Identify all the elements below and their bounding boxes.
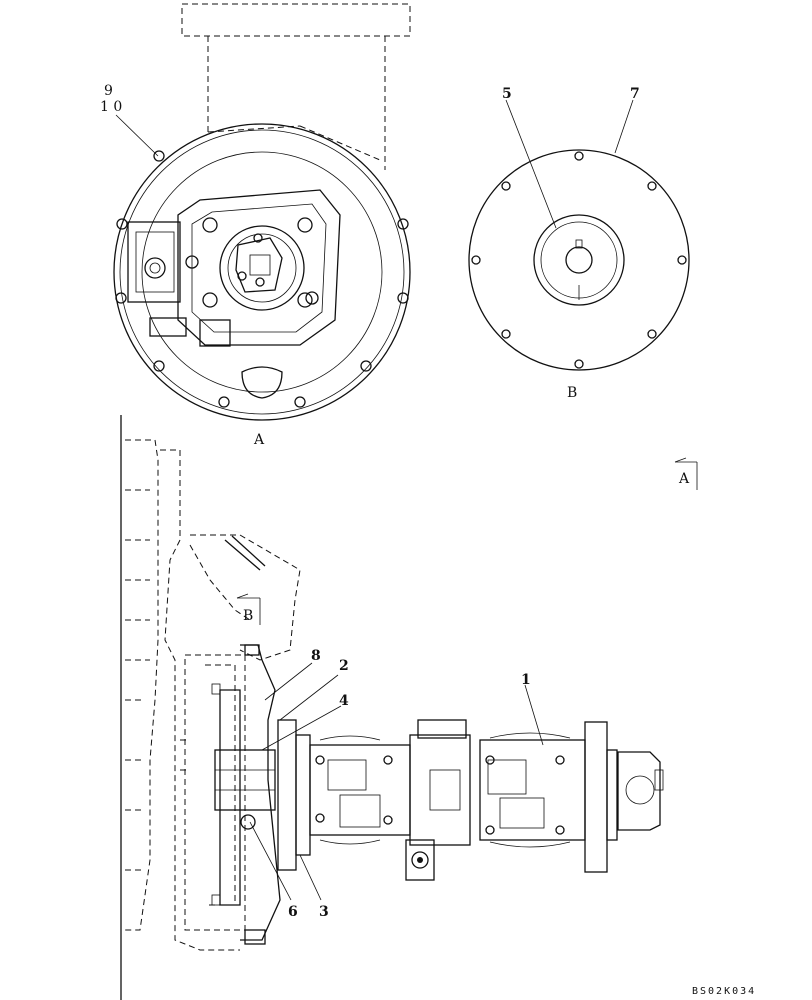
rear-pump-body [479,739,586,841]
view-a-outer-flange [113,123,411,421]
view-b-label: B [567,385,577,401]
callout-1: 1 [521,672,531,688]
section-marker-a: A [678,471,690,487]
callout-3: 3 [319,904,329,920]
leader-lines [115,99,634,901]
callout-8: 8 [311,648,321,664]
callout-6: 6 [288,904,298,920]
view-b-flange [468,149,690,371]
view-b-flange-bolts [471,151,687,369]
callout-9: 9 [104,83,113,99]
section-arrow-a [674,457,698,490]
view-a-flange-bolts [115,150,409,408]
section-arrow-b [236,593,261,625]
side-view-group [120,415,664,1000]
view-b-group [468,149,690,371]
callout-5: 5 [502,86,512,102]
callout-10: 1 0 [100,99,122,115]
callout-2: 2 [339,658,349,674]
callout-4: 4 [339,693,349,709]
section-marker-b: B [243,608,253,624]
drawing-code: BS02K034 [692,986,756,997]
view-a-label: A [253,432,265,448]
callout-7: 7 [630,86,640,102]
view-a-group [113,3,411,421]
